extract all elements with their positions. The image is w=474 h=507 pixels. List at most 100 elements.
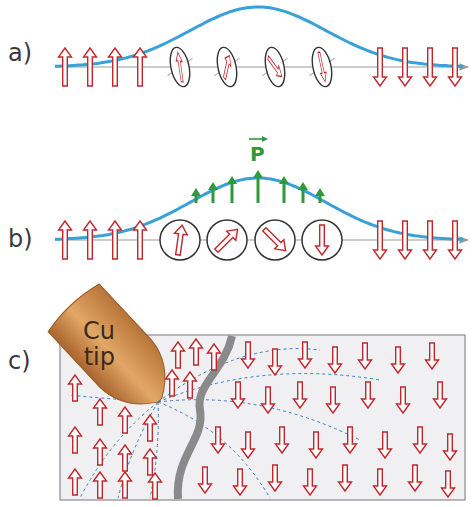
spin-arrow <box>59 221 72 259</box>
spin-arrow-outline <box>409 465 422 491</box>
spin-arrow-outline <box>84 221 97 259</box>
spin-arrow-outline <box>310 432 323 458</box>
spin-arrow-outline <box>190 339 203 365</box>
spin-arrow <box>59 48 72 86</box>
spin-arrow <box>344 427 357 453</box>
disc-outline <box>262 46 288 89</box>
spin-arrow <box>294 382 307 408</box>
spin-arrow <box>299 342 312 368</box>
spin-arrow-outline <box>339 465 352 491</box>
spin-arrow-outline <box>434 382 447 408</box>
spin-arrow-outline <box>109 48 122 86</box>
spin-arrow <box>119 472 132 498</box>
spin-arrow-outline <box>397 387 410 413</box>
spin-arrow-outline <box>69 427 82 453</box>
spin-arrow-outline <box>242 342 255 368</box>
spin-arrow-outline <box>316 225 329 255</box>
spin-arrow <box>374 48 387 86</box>
spin-arrow-outline <box>344 427 357 453</box>
spin-arrow-outline <box>212 427 225 453</box>
spin-arrow <box>424 48 437 86</box>
spin-arrow <box>379 432 392 458</box>
spin-arrow-outline <box>119 407 132 433</box>
spin-arrow-outline <box>166 370 179 396</box>
panel-label: b) <box>8 226 33 252</box>
spin-arrows <box>55 7 463 499</box>
spin-arrow-outline <box>144 415 157 441</box>
spin-arrow-outline <box>442 471 455 497</box>
spin-arrow-outline <box>59 221 72 259</box>
spin-arrow <box>109 48 122 86</box>
spin-arrow-outline <box>234 469 247 495</box>
spin-arrow <box>310 432 323 458</box>
spin-arrow <box>276 427 289 453</box>
panel-label: a) <box>8 40 32 66</box>
domain-wall <box>178 336 232 499</box>
spin-arrow-outline <box>276 427 289 453</box>
spin-arrow-outline <box>242 432 255 458</box>
spin-arrow <box>208 344 221 370</box>
spin-arrow-outline <box>374 221 387 259</box>
spin-arrow <box>149 473 162 499</box>
spin-arrow <box>374 221 387 259</box>
spin-arrow-outline <box>449 221 462 259</box>
spin-arrow <box>222 52 233 83</box>
spin-arrow <box>267 53 283 82</box>
spin-arrow-outline <box>379 432 392 458</box>
spin-arrow-outline <box>134 48 147 86</box>
spin-arrow-outline <box>269 349 282 375</box>
spin-arrow <box>134 48 147 86</box>
spin-circle <box>160 220 200 260</box>
spin-arrow <box>362 382 375 408</box>
spin-arrow-outline <box>329 347 342 373</box>
spin-arrow-outline <box>399 221 412 259</box>
spin-arrow-outline <box>426 343 439 369</box>
polarization-arrow-head <box>253 170 263 178</box>
spin-arrow-outline <box>199 467 212 493</box>
spin-arrow-outline <box>119 472 132 498</box>
spin-arrow <box>190 339 203 365</box>
polarization-arrow <box>212 189 215 203</box>
spin-arrow <box>414 427 427 453</box>
spin-arrow <box>84 48 97 86</box>
tip-body <box>45 281 185 424</box>
spin-arrow <box>212 225 242 255</box>
spin-arrow <box>175 52 185 82</box>
spin-arrow <box>69 427 82 453</box>
spin-arrow <box>84 221 97 259</box>
spin-arrow <box>269 349 282 375</box>
disc-outline <box>309 46 335 89</box>
spin-arrow <box>434 382 447 408</box>
spin-arrow <box>424 221 437 259</box>
spin-arrow <box>69 469 82 495</box>
spin-arrow <box>316 52 328 83</box>
spin-arrow <box>392 347 405 373</box>
spin-arrow <box>94 472 107 498</box>
spin-arrow <box>232 382 245 408</box>
spin-arrow <box>234 469 247 495</box>
spin-arrow <box>172 342 185 368</box>
spin-arrow-outline <box>424 48 437 86</box>
spin-arrow-outline <box>94 399 107 425</box>
spin-arrow-outline <box>184 372 197 398</box>
spin-arrow-outline <box>94 472 107 498</box>
spin-arrow-outline <box>171 224 188 256</box>
spin-arrow <box>166 370 179 396</box>
spin-arrow-outline <box>69 469 82 495</box>
spin-arrow-outline <box>94 439 107 465</box>
polarization-arrow-head <box>298 182 308 190</box>
spin-arrow <box>442 471 455 497</box>
spin-arrow-outline <box>84 48 97 86</box>
spin-arrow <box>184 372 197 398</box>
spin-arrow <box>329 347 342 373</box>
spin-arrow <box>94 439 107 465</box>
polarization-arrow-head <box>315 188 325 196</box>
disc-outline <box>214 46 240 89</box>
spin-arrow-outline <box>316 52 328 83</box>
spin-arrow-outline <box>262 387 275 413</box>
spin-arrow <box>199 467 212 493</box>
spin-disc <box>209 45 245 90</box>
spin-arrow <box>94 399 107 425</box>
spin-arrow <box>242 432 255 458</box>
